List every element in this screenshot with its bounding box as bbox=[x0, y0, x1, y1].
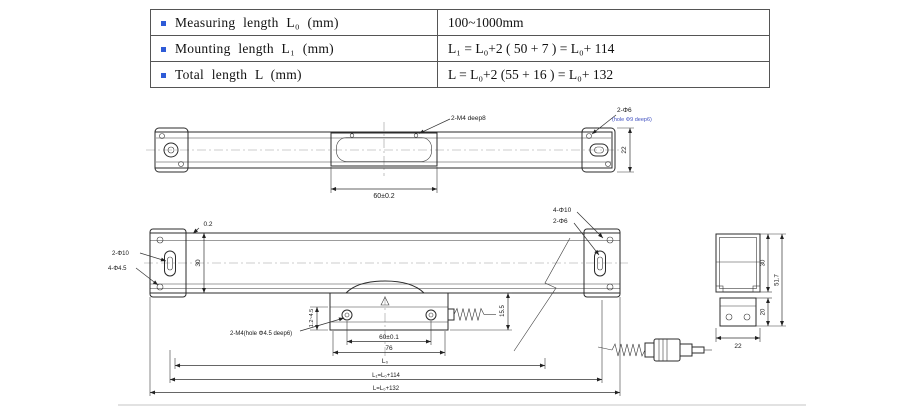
window-dim: 60±0.2 bbox=[373, 193, 394, 200]
connector-collar bbox=[644, 342, 655, 358]
corner-hole-note: 2-Φ6 bbox=[617, 107, 632, 114]
reader-window bbox=[330, 132, 438, 167]
l-total-dim: L=L₀+132 bbox=[373, 386, 400, 392]
body-height-dim: 30 bbox=[195, 259, 202, 267]
row-marker-icon bbox=[161, 20, 166, 26]
screw-span-dim: 60±0.1 bbox=[379, 334, 399, 341]
m4-note: 2-M4 deep8 bbox=[451, 115, 486, 122]
right-slot-note: 2-Φ6 bbox=[553, 218, 568, 225]
left-end-plate bbox=[149, 228, 187, 298]
leader-line bbox=[573, 222, 600, 256]
mount-slot bbox=[594, 250, 606, 277]
cable-gland bbox=[447, 308, 455, 321]
mount-hole bbox=[159, 133, 165, 139]
l0-dim: L₀ bbox=[382, 358, 389, 365]
table-row: Total length L (mm) L = L₀+2 (55 + 16 ) … bbox=[150, 61, 770, 88]
left-hole-note: 4-Φ4.5 bbox=[108, 266, 127, 272]
width-dim: 22 bbox=[621, 146, 628, 154]
gap-dim: 1.2~4.5 bbox=[309, 309, 315, 328]
cable-spring bbox=[611, 343, 646, 357]
cable-spring bbox=[453, 307, 485, 321]
reading-head bbox=[329, 280, 496, 331]
cable-connector bbox=[597, 338, 712, 362]
leader-line bbox=[591, 114, 617, 135]
spec-value: L = L₀+2 (55 + 16 ) = L₀+ 132 bbox=[437, 61, 770, 88]
head-hole-note: 2-M4(hole Φ4.5 deep6) bbox=[230, 331, 292, 337]
leader-line bbox=[418, 118, 451, 134]
mount-hole bbox=[586, 133, 592, 139]
mount-hole bbox=[156, 236, 164, 244]
straightness-dim: 0.2 bbox=[203, 221, 212, 228]
l1-dim: L₁=L₀+114 bbox=[372, 373, 400, 379]
spec-label: Measuring length L₀ (mm) bbox=[175, 14, 339, 30]
head-screw bbox=[341, 309, 353, 321]
m4-hole bbox=[413, 133, 419, 138]
section-total-height-dim: 51.7 bbox=[775, 274, 781, 286]
head-screw bbox=[425, 309, 437, 321]
right-end-plate bbox=[583, 228, 621, 298]
leader-line bbox=[135, 267, 159, 286]
row-marker-icon bbox=[161, 46, 166, 52]
spec-label: Total length L (mm) bbox=[175, 66, 302, 82]
leader-line bbox=[299, 317, 345, 332]
section-width-dim: 22 bbox=[734, 343, 742, 350]
right-end-cap bbox=[581, 127, 616, 173]
mount-slot bbox=[164, 250, 176, 277]
left-slot-note: 2-Φ10 bbox=[112, 251, 129, 257]
front-view: 4-Φ10 2-Φ6 0.2 2-Φ10 4-Φ4.5 30 bbox=[108, 207, 628, 396]
table-row: Measuring length L₀ (mm) 100~1000mm bbox=[150, 9, 770, 36]
datum-triangle-icon bbox=[380, 296, 390, 306]
row-marker-icon bbox=[161, 72, 166, 78]
mount-hole bbox=[178, 161, 184, 167]
section-head-height-dim: 20 bbox=[761, 308, 767, 315]
corner-hole-subnote: (hole Φ9 deep6) bbox=[612, 117, 652, 123]
mount-hole bbox=[606, 236, 614, 244]
break-line bbox=[513, 237, 571, 352]
top-view: 2-M4 deep8 2-Φ6 (hole Φ9 deep6) 22 60±0.… bbox=[146, 107, 652, 200]
head-width-dim: 76 bbox=[385, 345, 393, 352]
spec-table: Measuring length L₀ (mm) 100~1000mm Moun… bbox=[150, 9, 770, 88]
spec-value: 100~1000mm bbox=[437, 9, 770, 36]
leader-line bbox=[139, 252, 167, 262]
mount-slot bbox=[589, 143, 609, 157]
connector-nose bbox=[679, 343, 693, 357]
m4-hole bbox=[349, 133, 355, 138]
section-body bbox=[715, 233, 761, 293]
spec-label: Mounting length L₁ (mm) bbox=[175, 40, 334, 56]
connector-pin bbox=[691, 346, 705, 354]
left-end-cap bbox=[154, 127, 189, 173]
leader-line bbox=[576, 211, 604, 239]
leader-line bbox=[192, 227, 200, 234]
right-hole-note: 4-Φ10 bbox=[553, 207, 572, 214]
mount-hole bbox=[156, 283, 164, 291]
section-view: 30 20 51.7 22 bbox=[715, 233, 786, 350]
spec-value: L₁ = L₀+2 ( 50 + 7 ) = L₀+ 114 bbox=[437, 35, 770, 62]
table-row: Mounting length L₁ (mm) L₁ = L₀+2 ( 50 +… bbox=[150, 35, 770, 62]
mount-hole bbox=[606, 283, 614, 291]
mount-hole bbox=[605, 161, 611, 167]
section-head bbox=[719, 297, 757, 327]
section-body-height-dim: 30 bbox=[761, 259, 767, 266]
head-height-dim: 15.5 bbox=[500, 305, 506, 317]
